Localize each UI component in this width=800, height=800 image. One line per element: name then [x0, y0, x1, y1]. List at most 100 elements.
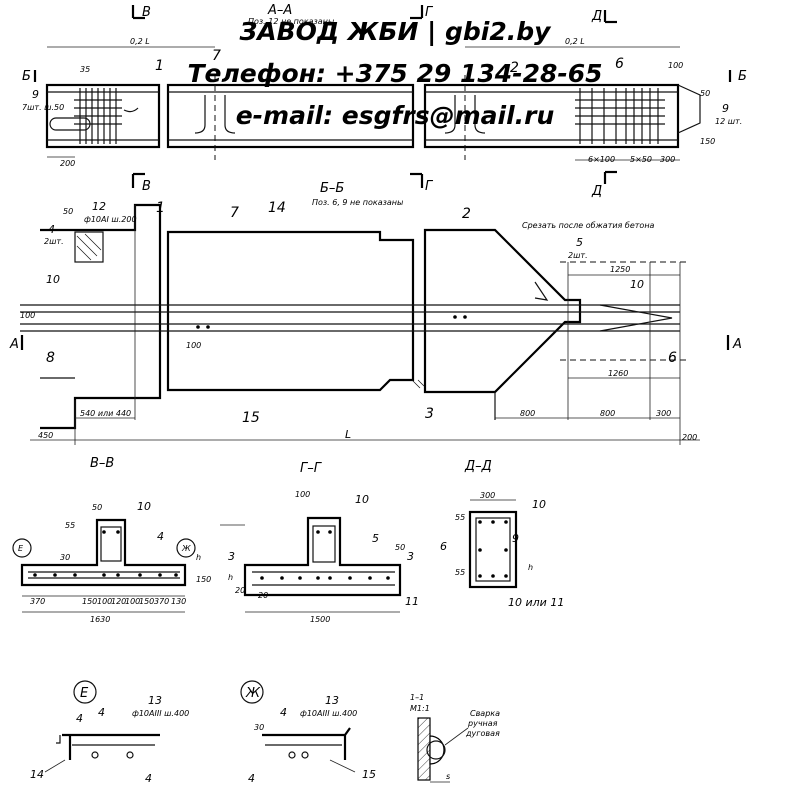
vv-dim-b3: 120	[111, 597, 126, 606]
detail-11-scale: М1:1	[410, 704, 430, 713]
pos-12-note: ф10АI ш.200	[84, 215, 137, 224]
gg-dim-20b: 20	[258, 591, 268, 600]
pos-9-right-note: 12 шт.	[715, 117, 742, 126]
section-gg	[220, 516, 402, 613]
gg-pos-11: 11	[405, 595, 419, 608]
dim-200-long: 200	[682, 433, 697, 442]
section-dd-outline	[468, 510, 518, 589]
detail-11-title: 1–1	[410, 693, 424, 702]
dim-300-long: 300	[656, 409, 671, 418]
dim-450: 450	[38, 431, 53, 440]
detail-e-pos-4b: 4	[98, 706, 105, 719]
pos-1-top: 1	[155, 58, 164, 74]
detail-e-note: ф10АIII ш.400	[132, 709, 189, 718]
vv-bottom-dims: 370 150 100 120 100 150 370 130	[30, 597, 186, 606]
dim-02l-left: 0,2 L	[130, 37, 150, 46]
top-right-stirrups	[575, 88, 665, 144]
cut-a-left: А	[9, 337, 19, 352]
pos-7-top: 7	[212, 48, 221, 64]
cut-v-top-label: В	[142, 5, 151, 20]
dim-200-top: 200	[60, 159, 75, 168]
cut-g-bottom-label: Г	[425, 179, 434, 194]
cut-b-right-label: Б	[738, 69, 747, 84]
section-vv-outline	[20, 518, 187, 587]
pos-2-top: 2	[510, 60, 519, 76]
dim-150-top: 150	[700, 137, 715, 146]
long-section	[20, 203, 730, 445]
detail-1-1	[417, 717, 469, 783]
dim-L: L	[345, 428, 351, 441]
detail-zh	[240, 680, 356, 773]
vv-dim-b6: 370	[154, 597, 169, 606]
detail-zh-note: ф10АIII ш.400	[300, 709, 357, 718]
pos-10-long-left: 10	[46, 273, 60, 286]
dim-100-long-mid: 100	[186, 341, 201, 350]
top-left-segment	[45, 83, 161, 149]
pos-8-long: 8	[46, 350, 55, 366]
gg-pos-5: 5	[372, 532, 379, 545]
detail-11-dim-s: s	[446, 772, 450, 781]
pos-5-long: 5	[576, 236, 583, 249]
dim-100-long-left: 100	[20, 311, 35, 320]
detail-zh-pos-4b: 4	[248, 772, 255, 785]
vv-pos-4: 4	[157, 530, 164, 543]
vv-dim-150: 150	[196, 575, 211, 584]
vv-dim-30: 30	[60, 553, 70, 562]
cut-a-right: А	[732, 337, 742, 352]
detail-zh-title: Ж	[245, 686, 261, 701]
long-mid-body	[166, 230, 415, 392]
gg-pos-3-left: 3	[228, 550, 235, 563]
dd-pos-10-or-11: 10 или 11	[508, 596, 564, 609]
cut-d-bottom-label: Д	[591, 184, 602, 199]
detail-e-pos-4c: 4	[145, 772, 152, 785]
vv-callout-zh: Ж	[181, 544, 191, 553]
pos-6-long: 6	[668, 350, 677, 366]
pos-2-long: 2	[462, 206, 471, 222]
detail-e-pos-13: 13	[148, 694, 162, 707]
watermark-line-3: e-mail: esgfrs@mail.ru	[236, 101, 555, 130]
pos-10-long-right: 10	[630, 278, 644, 291]
vv-dim-b7: 130	[171, 597, 186, 606]
contact-watermark: ЗАВОД ЖБИ | gbi2.by Телефон: +375 29 134…	[187, 17, 602, 130]
dim-100-top: 100	[668, 61, 683, 70]
gg-pos-3-right: 3	[407, 550, 414, 563]
vv-dim-55: 55	[65, 521, 75, 530]
section-vv	[12, 518, 196, 613]
detail-zh-pos-15: 15	[362, 768, 376, 781]
dim-1260: 1260	[608, 369, 628, 378]
dim-35: 35	[80, 65, 90, 74]
pos-7-long: 7	[230, 205, 239, 221]
section-bb-title: Б–Б	[320, 181, 344, 196]
top-plan-view	[33, 5, 732, 188]
dim-540: 540 или 440	[80, 409, 131, 418]
detail-zh-pos-13: 13	[325, 694, 339, 707]
dd-dim-h: h	[528, 563, 533, 572]
cut-v-bottom-label: В	[142, 179, 151, 194]
dd-dim-300: 300	[480, 491, 495, 500]
pos-9-left: 9	[32, 88, 39, 101]
section-gg-outline	[243, 516, 402, 597]
dd-pos-9: 9	[512, 532, 519, 545]
top-left-stirrups	[49, 88, 139, 144]
watermark-line-1: ЗАВОД ЖБИ | gbi2.by	[239, 17, 553, 46]
vv-dim-b0: 370	[30, 597, 45, 606]
detail-11-note-1: Сварка	[470, 709, 500, 718]
dd-dim-55-bot: 55	[455, 568, 465, 577]
pos-14-long: 14	[268, 200, 286, 216]
detail-e-pos-4a: 4	[76, 712, 83, 725]
pos-1-long: 1	[156, 200, 165, 216]
pos-5-long-note: 2шт.	[568, 251, 588, 260]
gg-pos-10: 10	[355, 493, 369, 506]
top-mid-loop	[194, 95, 236, 134]
cut-g-top-label: Г	[425, 5, 434, 20]
pos-9-left-note: 7шт. ш.50	[22, 103, 64, 112]
gg-dim-100: 100	[295, 490, 310, 499]
detail-zh-pos-4a: 4	[280, 706, 287, 719]
detail-11-note-3: дуговая	[465, 729, 500, 738]
dim-300-top: 300	[660, 155, 675, 164]
detail-e	[44, 680, 160, 773]
section-aa-note: Поз. 12 не показаны	[248, 17, 334, 26]
dim-02l-right: 0,2 L	[565, 37, 585, 46]
pos-4-long-note: 2шт.	[44, 237, 64, 246]
